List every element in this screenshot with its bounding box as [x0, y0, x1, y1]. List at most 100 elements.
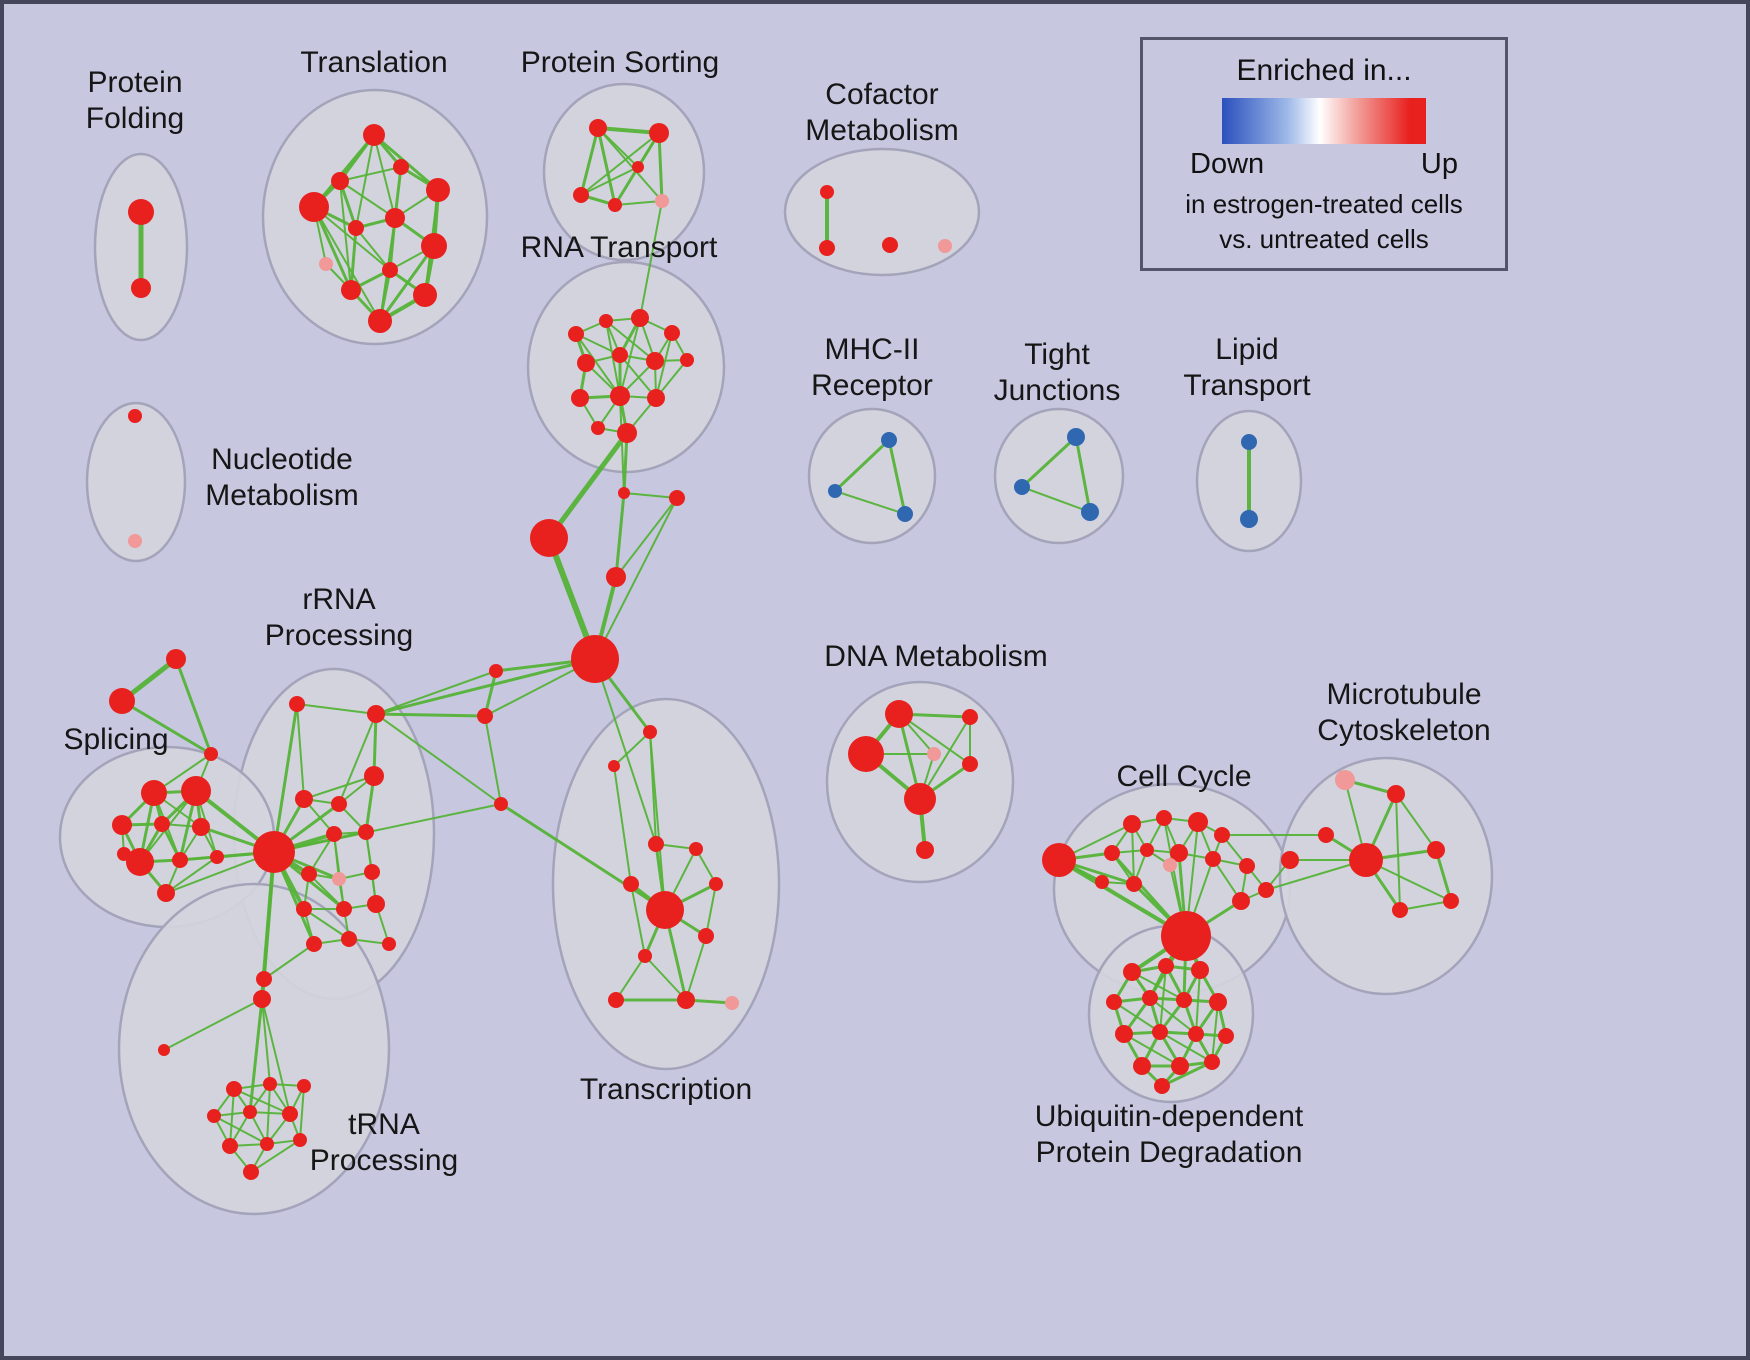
cluster-label-splicing: Splicing [63, 723, 168, 756]
network-node [577, 354, 595, 372]
network-edge [375, 713, 502, 805]
network-node [677, 991, 695, 1009]
network-edge [303, 908, 350, 940]
cluster-label-tight-junctions: Junctions [994, 374, 1121, 407]
network-node [882, 237, 898, 253]
network-edge [685, 935, 707, 1001]
network-node [154, 816, 170, 832]
network-edge [833, 438, 891, 493]
network-node [606, 567, 626, 587]
network-edge [349, 226, 358, 292]
network-edge [266, 1083, 271, 1145]
network-node [358, 824, 374, 840]
network-edge [613, 731, 651, 767]
cluster-ellipse-transcription [551, 697, 781, 1071]
network-node [341, 931, 357, 947]
network-node [648, 836, 664, 852]
network-node [881, 432, 897, 448]
network-edge [313, 206, 381, 322]
network-node [1106, 994, 1122, 1010]
network-node [1171, 1057, 1189, 1075]
network-edge [120, 699, 213, 756]
network-edge [1020, 435, 1078, 489]
network-node [848, 736, 884, 772]
network-node [1209, 993, 1227, 1011]
network-node [617, 423, 637, 443]
network-node [1281, 851, 1299, 869]
network-node [128, 199, 154, 225]
network-node [725, 996, 739, 1010]
network-edge [339, 180, 352, 291]
network-edge [312, 205, 353, 292]
network-node [393, 159, 409, 175]
network-node [477, 708, 493, 724]
network-edge [1159, 1031, 1213, 1063]
network-node [296, 901, 312, 917]
network-node [820, 185, 834, 199]
network-node [1218, 1028, 1234, 1044]
network-node [631, 309, 649, 327]
network-node [181, 776, 211, 806]
network-node [282, 1106, 298, 1122]
network-node [647, 389, 665, 407]
network-edge [1131, 823, 1135, 885]
network-node [1126, 876, 1142, 892]
cluster-label-nucleotide-metabolism: Nucleotide [211, 443, 353, 476]
network-node [117, 847, 131, 861]
network-edge [575, 333, 621, 397]
network-node [382, 937, 396, 951]
cluster-label-cofactor-metabolism: Cofactor [825, 78, 938, 111]
network-edge [639, 200, 663, 319]
network-node [109, 688, 135, 714]
network-node [331, 172, 349, 190]
network-node [1158, 958, 1174, 974]
network-node [1443, 893, 1459, 909]
network-node [260, 1137, 274, 1151]
network-node [1104, 845, 1120, 861]
network-node [1170, 844, 1188, 862]
cluster-label-trna-processing: tRNA [348, 1108, 420, 1141]
network-edge [1074, 435, 1092, 514]
network-node [222, 1138, 238, 1154]
network-node [382, 262, 398, 278]
network-edge [261, 998, 291, 1115]
network-node [938, 239, 952, 253]
cluster-label-microtubule-cytoskeleton: Cytoskeleton [1317, 714, 1490, 747]
network-edge [499, 802, 667, 912]
network-node [1214, 827, 1230, 843]
network-node [1154, 1078, 1170, 1094]
cluster-ellipse-cofactor-metabolism [783, 147, 981, 277]
network-node [638, 949, 652, 963]
network-node [1258, 882, 1274, 898]
network-edge [597, 127, 639, 168]
network-node [128, 409, 142, 423]
network-edge [296, 703, 377, 715]
network-edge [303, 775, 375, 800]
network-node [962, 709, 978, 725]
network-node [336, 901, 352, 917]
network-edge [597, 127, 663, 202]
network-edge [644, 955, 687, 1001]
network-node [530, 519, 568, 557]
cluster-label-cell-cycle: Cell Cycle [1116, 760, 1251, 793]
network-edge [1265, 859, 1367, 891]
network-node [256, 971, 272, 987]
network-node [1427, 841, 1445, 859]
network-node [253, 831, 295, 873]
network-node [962, 756, 978, 772]
network-node [141, 780, 167, 806]
network-node [1240, 510, 1258, 528]
cluster-ellipse-trna-processing [117, 882, 391, 1216]
network-node [112, 815, 132, 835]
network-edge [174, 657, 213, 756]
network-node [1176, 992, 1192, 1008]
network-edge [594, 658, 657, 845]
legend-down-label: Down [1190, 148, 1265, 180]
network-node [1123, 815, 1141, 833]
network-edge [372, 712, 378, 778]
network-node [1318, 827, 1334, 843]
network-edge [296, 703, 305, 800]
cluster-ellipse-tight-junctions [993, 407, 1125, 545]
